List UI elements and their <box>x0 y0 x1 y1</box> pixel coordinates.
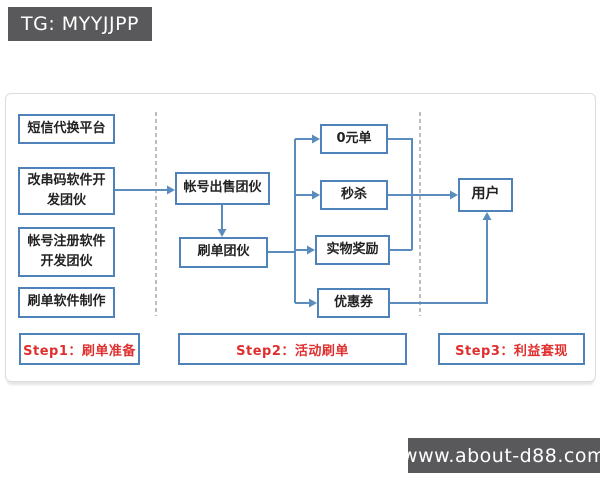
node-physical-reward: 实物奖励 <box>315 235 390 265</box>
bottom-banner: www.about-d88.com <box>402 438 600 473</box>
node-user: 用户 <box>458 178 513 212</box>
node-zero-yuan-order: 0元单 <box>320 124 388 154</box>
node-sms-exchange-platform: 短信代换平台 <box>18 114 115 144</box>
node-brushing-software-maker: 刷单软件制作 <box>18 287 115 318</box>
step3-label: Step3：利益套现 <box>438 333 585 365</box>
node-account-selling-team: 帐号出售团伙 <box>175 172 270 205</box>
node-brushing-team: 刷单团伙 <box>179 237 268 268</box>
step1-label: Step1：刷单准备 <box>19 333 140 365</box>
top-banner: TG: MYYJJPP <box>8 7 152 41</box>
node-imei-change-software-team: 改串码软件开发团伙 <box>18 167 115 215</box>
node-account-register-software-team: 帐号注册软件开发团伙 <box>18 227 115 277</box>
node-seckill: 秒杀 <box>320 180 388 210</box>
node-coupon: 优惠券 <box>317 288 390 318</box>
step2-label: Step2：活动刷单 <box>178 333 407 365</box>
